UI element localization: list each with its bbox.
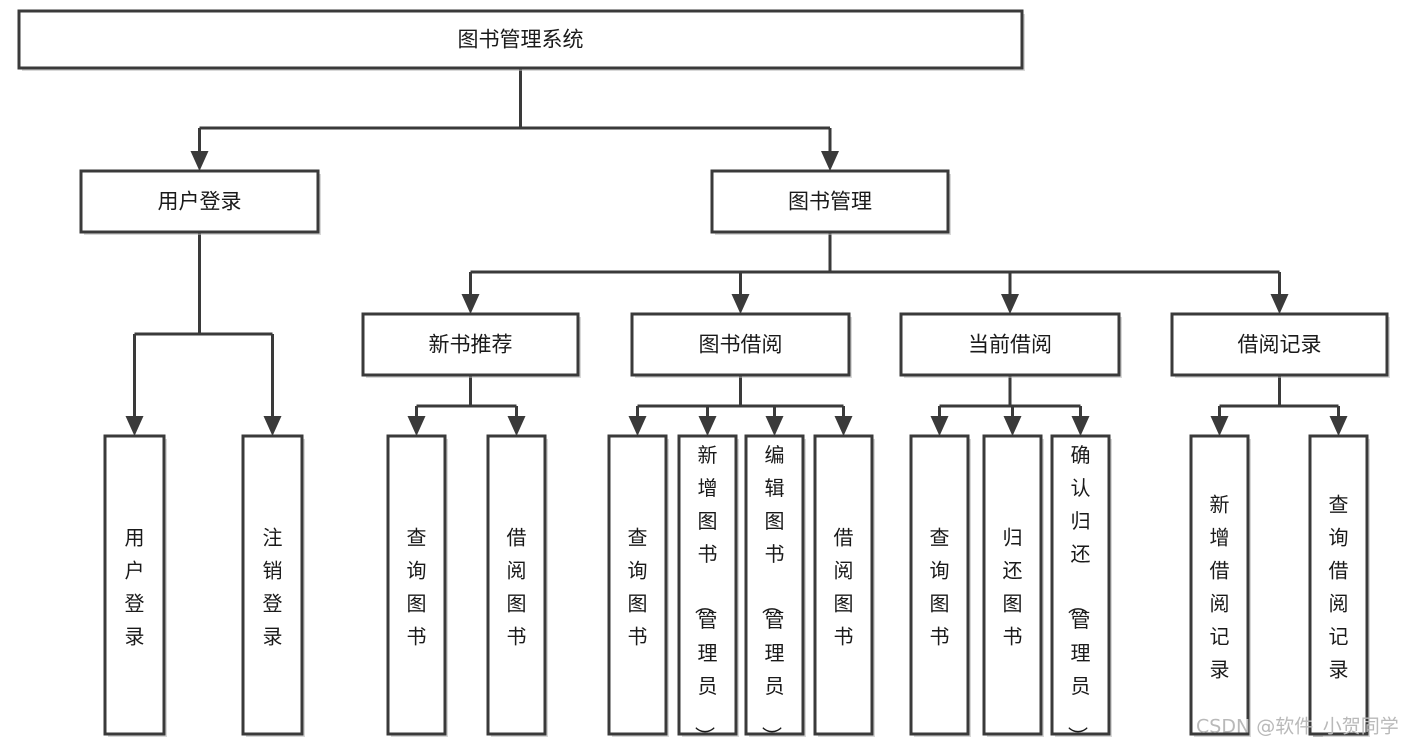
arrow-icon [930,416,949,436]
node-leaf-user-logout[interactable]: 注销登录 [241,434,305,737]
node-book-manage[interactable]: 图书管理 [710,169,951,235]
node-label: 归还图书 [1003,526,1023,649]
node-label: 新书推荐 [429,333,513,357]
node-leaf-query-book-2[interactable]: 查询图书 [607,434,669,737]
arrow-icon [1329,416,1348,436]
node-new-book-recommend[interactable]: 新书推荐 [361,312,581,378]
arrow-icon [1210,416,1229,436]
node-label: 查询图书 [407,526,427,649]
arrow-icon [190,151,209,171]
node-label: 图书管理 [788,190,872,214]
arrow-icon [1071,416,1090,436]
node-leaf-add-book[interactable]: 新增图书（管理员） [677,434,739,746]
arrow-icon [263,416,282,436]
node-label: 查询借阅记录 [1329,493,1349,682]
node-label: 借阅图书 [834,526,854,649]
conn-current-leaves [930,375,1090,436]
arrow-icon [698,416,717,436]
node-leaf-edit-book[interactable]: 编辑图书（管理员） [744,434,806,746]
node-current-borrow[interactable]: 当前借阅 [899,312,1122,378]
arrow-icon [507,416,526,436]
node-root[interactable]: 图书管理系统 [17,9,1025,71]
arrow-icon [1003,416,1022,436]
node-leaf-user-login[interactable]: 用户登录 [103,434,167,737]
arrow-icon [765,416,784,436]
arrow-icon [125,416,144,436]
node-leaf-add-record[interactable]: 新增借阅记录 [1189,434,1251,737]
conn-userlogin-leaves [125,232,282,436]
connector-layer [125,68,1348,436]
arrow-icon [1270,294,1289,314]
node-user-login[interactable]: 用户登录 [79,169,321,235]
conn-recommend-leaves [407,375,526,436]
node-label: 确认归还（管理员） [1066,443,1091,746]
conn-root-level2 [190,68,839,171]
node-label: 当前借阅 [968,333,1052,357]
node-leaf-confirm-return[interactable]: 确认归还（管理员） [1050,434,1112,746]
conn-borrow-leaves [628,375,853,436]
node-label: 新增借阅记录 [1210,493,1230,682]
arrow-icon [1001,294,1019,314]
arrow-icon [407,416,426,436]
node-borrow-record[interactable]: 借阅记录 [1170,312,1390,378]
node-label: 借阅记录 [1238,333,1322,357]
node-leaf-query-book-3[interactable]: 查询图书 [909,434,971,737]
node-leaf-borrow-book-1[interactable]: 借阅图书 [486,434,548,737]
arrow-icon [834,416,853,436]
node-book-borrow[interactable]: 图书借阅 [630,312,852,378]
node-label: 图书管理系统 [458,28,584,52]
arrow-icon [461,294,480,314]
arrow-icon [821,151,839,171]
node-label: 借阅图书 [507,526,527,649]
node-layer: 图书管理系统用户登录图书管理新书推荐图书借阅当前借阅借阅记录用户登录注销登录查询… [17,9,1390,746]
node-label: 注销登录 [263,526,283,649]
node-leaf-return-book[interactable]: 归还图书 [982,434,1044,737]
conn-bookmanage-level3 [461,232,1289,314]
node-leaf-query-record[interactable]: 查询借阅记录 [1308,434,1370,737]
node-label: 用户登录 [158,190,242,214]
node-label: 图书借阅 [699,333,783,357]
conn-record-leaves [1210,375,1348,436]
node-label: 用户登录 [125,526,145,649]
arrow-icon [731,294,750,314]
node-label: 新增图书（管理员） [693,443,718,746]
arrow-icon [628,416,647,436]
node-label: 编辑图书（管理员） [760,443,785,746]
node-leaf-borrow-book-2[interactable]: 借阅图书 [813,434,875,737]
node-label: 查询图书 [628,526,648,649]
csdn-watermark: CSDN @软件_小贺同学 [1196,716,1399,738]
node-label: 查询图书 [930,526,950,649]
node-leaf-query-book-1[interactable]: 查询图书 [386,434,448,737]
